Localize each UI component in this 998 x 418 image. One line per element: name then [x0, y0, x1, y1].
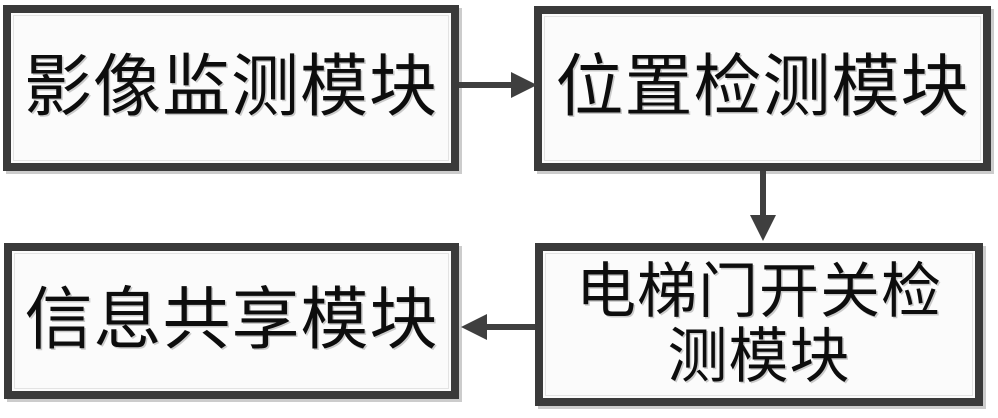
- node-label-information-sharing-module: 信息共享模块: [24, 280, 439, 360]
- node-label-position-detection-module: 位置检测模块: [555, 48, 970, 128]
- node-elevator-door-switch-detection-module[interactable]: 电梯门开关检 测模块: [535, 243, 983, 406]
- arrow-right-icon: [511, 72, 537, 98]
- node-label-video-monitoring-module: 影像监测模块: [23, 47, 438, 127]
- node-information-sharing-module[interactable]: 信息共享模块: [4, 243, 459, 399]
- node-label-elevator-door-switch-detection-module: 电梯门开关检 测模块: [576, 256, 942, 392]
- node-video-monitoring-module[interactable]: 影像监测模块: [3, 5, 459, 171]
- connector-line: [760, 171, 766, 219]
- node-position-detection-module[interactable]: 位置检测模块: [534, 6, 991, 171]
- arrow-left-icon: [461, 314, 487, 340]
- arrow-down-icon: [750, 215, 776, 241]
- connector-line: [487, 324, 535, 330]
- connector-line: [459, 82, 515, 88]
